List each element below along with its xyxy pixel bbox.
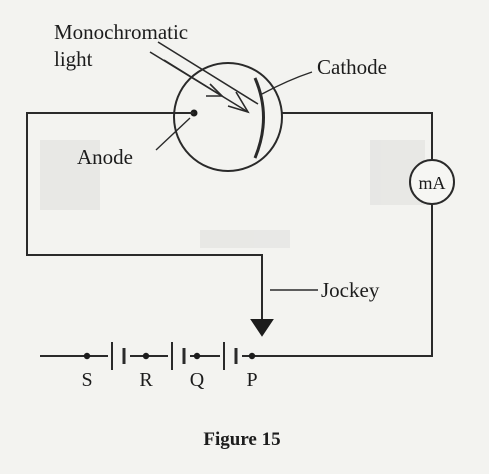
point-q-dot (193, 352, 201, 360)
junction-points (83, 352, 256, 360)
cathode-label: Cathode (317, 55, 387, 79)
point-p-label: P (246, 369, 257, 391)
milliammeter (409, 159, 455, 205)
leader-lines (155, 71, 318, 291)
figure-caption: Figure 15 (203, 429, 280, 450)
point-r-dot (142, 352, 150, 360)
anode-label: Anode (77, 145, 133, 169)
meter-label: mA (419, 173, 446, 193)
point-s-label: S (81, 369, 92, 391)
point-q-label: Q (190, 369, 205, 391)
photocell-tube (173, 62, 283, 172)
point-s-dot (83, 352, 91, 360)
jockey-label: Jockey (321, 278, 380, 302)
point-p-dot (248, 352, 256, 360)
point-r-label: R (139, 369, 153, 391)
jockey-arrow (250, 319, 274, 337)
battery-cells (108, 342, 242, 370)
light-rays (149, 41, 259, 114)
light-label-line1: Monochromatic (54, 20, 188, 44)
cathode-plate (253, 77, 265, 159)
light-label-line2: light (54, 47, 93, 71)
